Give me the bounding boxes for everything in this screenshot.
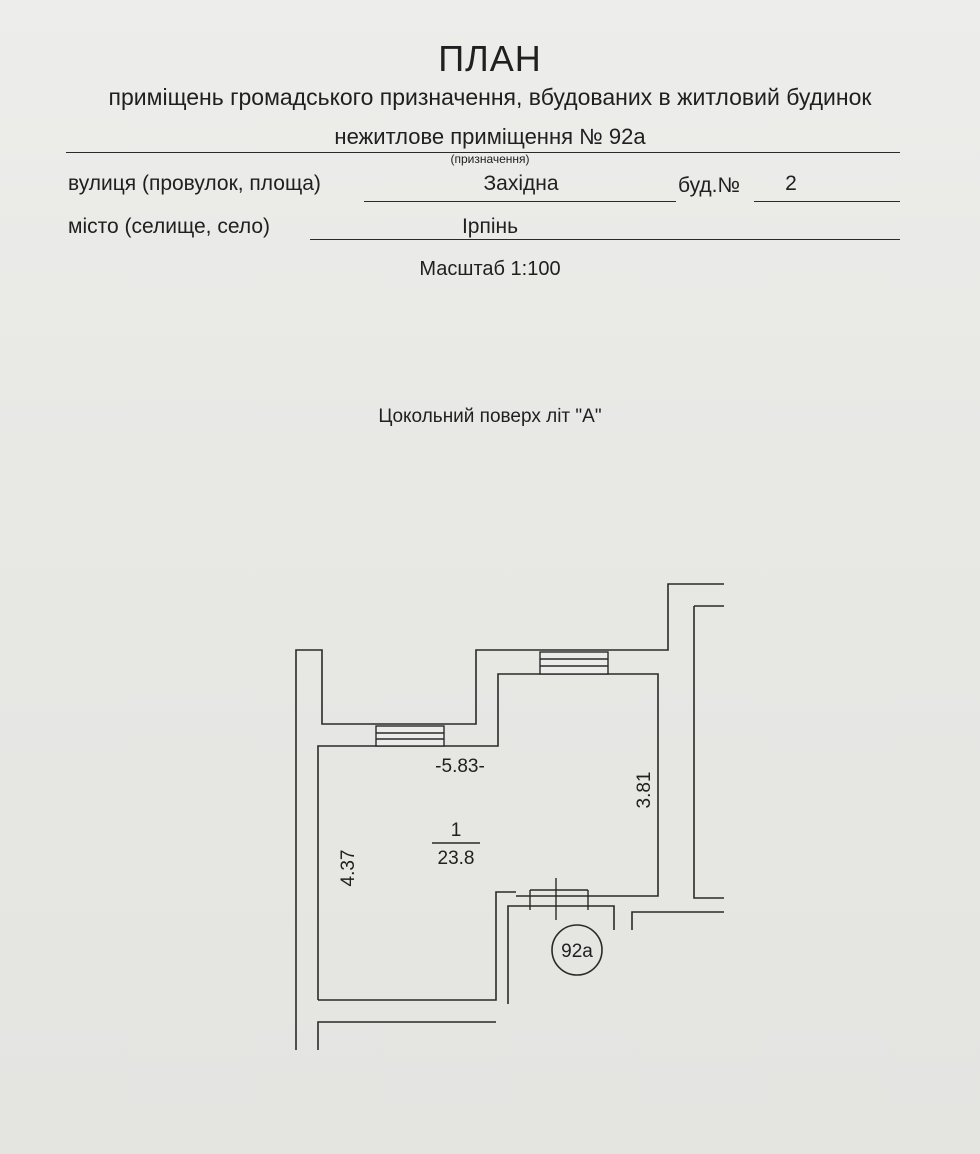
room-inner-outline: [317, 673, 659, 1000]
purpose-underline: [66, 152, 900, 153]
document-title: ПЛАН: [438, 38, 542, 79]
floor-title: Цокольний поверх літ "А": [378, 406, 602, 427]
building-value: 2: [785, 172, 797, 195]
purpose-value: нежитлове приміщення № 92а: [334, 124, 646, 149]
street-label: вулиця (провулок, площа): [68, 172, 321, 195]
wall-outer-top-left: [295, 583, 724, 1050]
street-value: Західна: [483, 172, 559, 195]
street-underline: [364, 201, 676, 202]
purpose-caption: (призначення): [450, 152, 530, 166]
building-label: буд.№: [678, 174, 740, 197]
window-left: [375, 725, 445, 747]
document-subtitle: приміщень громадського призначення, вбуд…: [108, 84, 872, 110]
entrance-wall: [507, 905, 615, 1004]
city-underline: [310, 239, 900, 240]
city-label: місто (селище, село): [68, 215, 270, 238]
window-top: [539, 651, 609, 675]
entrance-door: [529, 878, 589, 920]
wall-bottom-right: [631, 911, 724, 930]
building-underline: [754, 201, 900, 202]
unit-number-circle: [551, 924, 603, 976]
scale-text: Масштаб 1:100: [419, 258, 561, 280]
unit-number-label: 92а: [561, 941, 593, 962]
dimension-right: 3.81: [634, 772, 655, 809]
room-area: 23.8: [438, 848, 475, 869]
city-value: Ірпінь: [461, 215, 519, 238]
wall-outer-right: [693, 606, 724, 899]
dimension-left: 4.37: [338, 850, 359, 887]
room-number: 1: [451, 820, 462, 841]
dimension-top: -5.83-: [435, 756, 485, 777]
wall-bottom-left: [317, 1021, 496, 1050]
room-inner-bottom: [318, 891, 516, 1001]
